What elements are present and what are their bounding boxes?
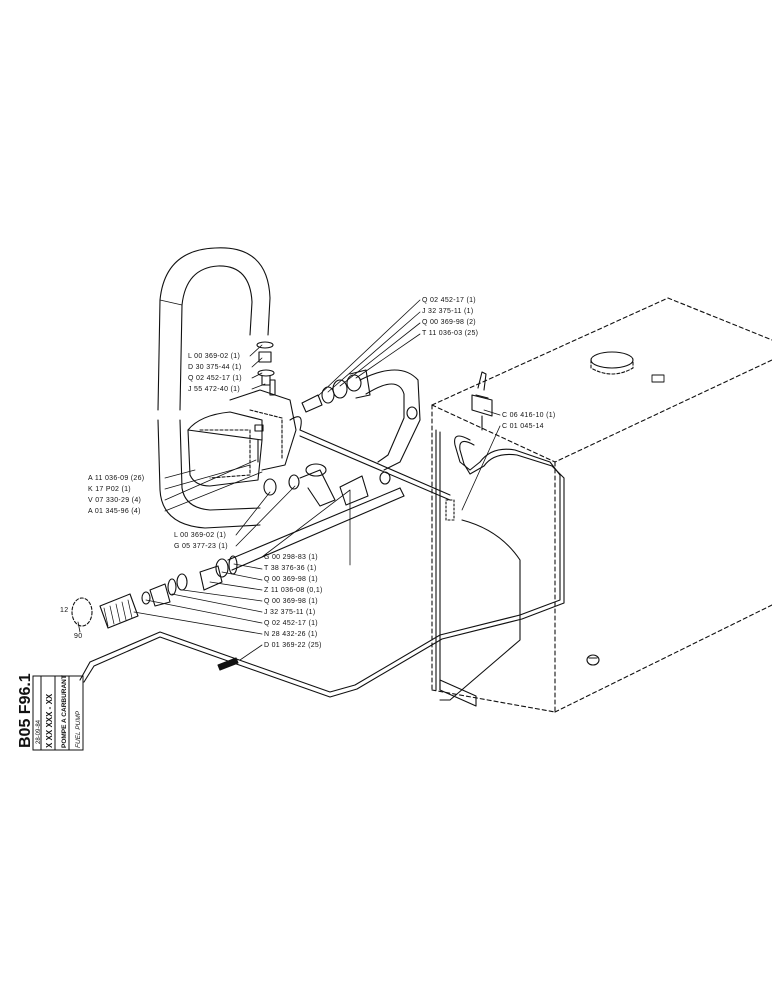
callout-c01045: C 01 045-14 (502, 423, 544, 430)
fuel-pump-icon (187, 379, 302, 487)
pump-outlet-line (299, 429, 451, 501)
callout-g00298: G 00 298-83 (1) (264, 554, 318, 561)
return-line (435, 429, 521, 701)
callout-d01369: D 01 369-22 (25) (264, 642, 322, 649)
callout-l00369-upper: L 00 369-02 (1) (188, 353, 240, 360)
callout-j55472: J 55 472-40 (1) (188, 386, 240, 393)
title-fr: POMPE A CARBURANT (61, 675, 68, 748)
callout-a01345: A 01 345-96 (4) (88, 508, 141, 515)
flow-arrow-icon (217, 657, 239, 671)
inlet-elbow-icon (263, 463, 391, 507)
callout-n28432: N 28 432-26 (1) (264, 631, 318, 638)
drawing-date: 28-09-84 (36, 719, 42, 744)
fuel-filter-icon (71, 593, 139, 629)
callout-t38376: T 38 376-36 (1) (264, 565, 317, 572)
callout-d30375: D 30 375-44 (1) (188, 364, 242, 371)
filler-cap-icon (590, 351, 634, 375)
callout-q02452-upper: Q 02 452-17 (1) (188, 375, 242, 382)
tank-bracket (439, 499, 477, 707)
callout-t11036: T 11 036-03 (25) (422, 330, 478, 337)
callout-v07330: V 07 330-29 (4) (88, 497, 141, 504)
callout-q00369-lower-b: Q 00 369-98 (1) (264, 598, 318, 605)
fuel-tank (431, 297, 772, 713)
callout-labels: Q 02 452-17 (1) J 32 375-11 (1) Q 00 369… (60, 297, 556, 649)
callout-q00369-lower-a: Q 00 369-98 (1) (264, 576, 318, 583)
title-en-group: FUEL PUMP (75, 710, 82, 748)
date-group: 28-09-84 (36, 719, 42, 744)
suction-pipe (227, 487, 405, 571)
title-en: FUEL PUMP (75, 710, 82, 748)
vent-icon (651, 374, 665, 383)
callout-k17p02: K 17 P02 (1) (88, 486, 131, 493)
leader-lines (77, 299, 501, 661)
title-fr-group: POMPE A CARBURANT (61, 675, 68, 748)
drain-plug-icon (586, 654, 600, 666)
sheet-code: B05 F96.1 (17, 673, 34, 748)
callout-filter-90: 90 (74, 633, 82, 640)
fuel-line (79, 435, 565, 698)
callout-c06416: C 06 416-10 (1) (502, 412, 556, 419)
sender-unit-icon (471, 371, 493, 431)
callout-q00369-top: Q 00 369-98 (2) (422, 319, 476, 326)
callout-j32375-lower: J 32 375-11 (1) (264, 609, 315, 616)
callout-j32375-top: J 32 375-11 (1) (422, 308, 473, 315)
pump-fittings (256, 341, 275, 386)
right-hose (359, 369, 421, 471)
callout-a11036: A 11 036-09 (26) (88, 475, 144, 482)
callout-filter-12: 12 (60, 607, 68, 614)
callout-l00369-middle: L 00 369-02 (1) (174, 532, 226, 539)
lower-left-hose (157, 419, 261, 529)
lower-fittings (141, 555, 238, 607)
part-number-group: X XX XXX - XX (45, 693, 54, 748)
upper-hose (157, 247, 271, 411)
callout-g05377: G 05 377-23 (1) (174, 543, 228, 550)
callout-q02452-lower: Q 02 452-17 (1) (264, 620, 318, 627)
title-block: B05 F96.1 28-09-84 X XX XXX - XX POMPE A… (17, 673, 84, 751)
part-number: X XX XXX - XX (45, 693, 54, 748)
sheet-code-group: B05 F96.1 (17, 673, 34, 748)
callout-q02452-top: Q 02 452-17 (1) (422, 297, 476, 304)
callout-z11036: Z 11 036-08 (0,1) (264, 587, 323, 594)
